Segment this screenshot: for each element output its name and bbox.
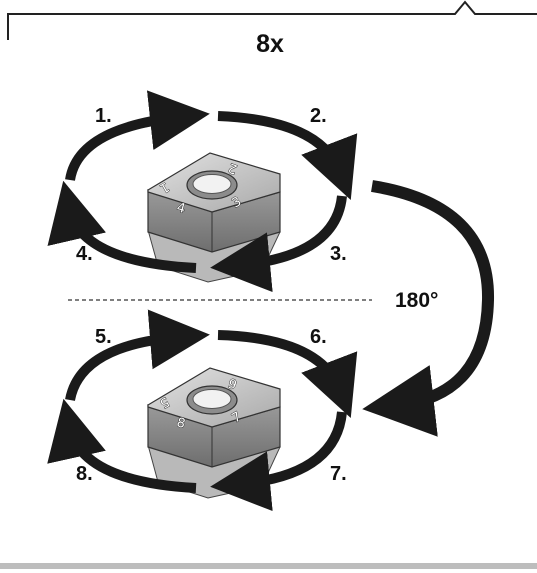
step-label: 6. [310, 326, 327, 348]
step-label: 1. [95, 105, 112, 127]
rotation-label: 180° [395, 289, 438, 312]
step-label: 5. [95, 326, 112, 348]
step-label: 4. [76, 243, 93, 265]
step-label: 3. [330, 243, 347, 265]
title-label: 8x [256, 30, 284, 58]
step-label: 7. [330, 463, 347, 485]
rotation-arrows-bottom [47, 309, 358, 512]
rotation-arrows-top [47, 90, 358, 293]
step-label: 8. [76, 463, 93, 485]
step-label: 2. [310, 105, 327, 127]
flip-arrow [362, 180, 495, 437]
